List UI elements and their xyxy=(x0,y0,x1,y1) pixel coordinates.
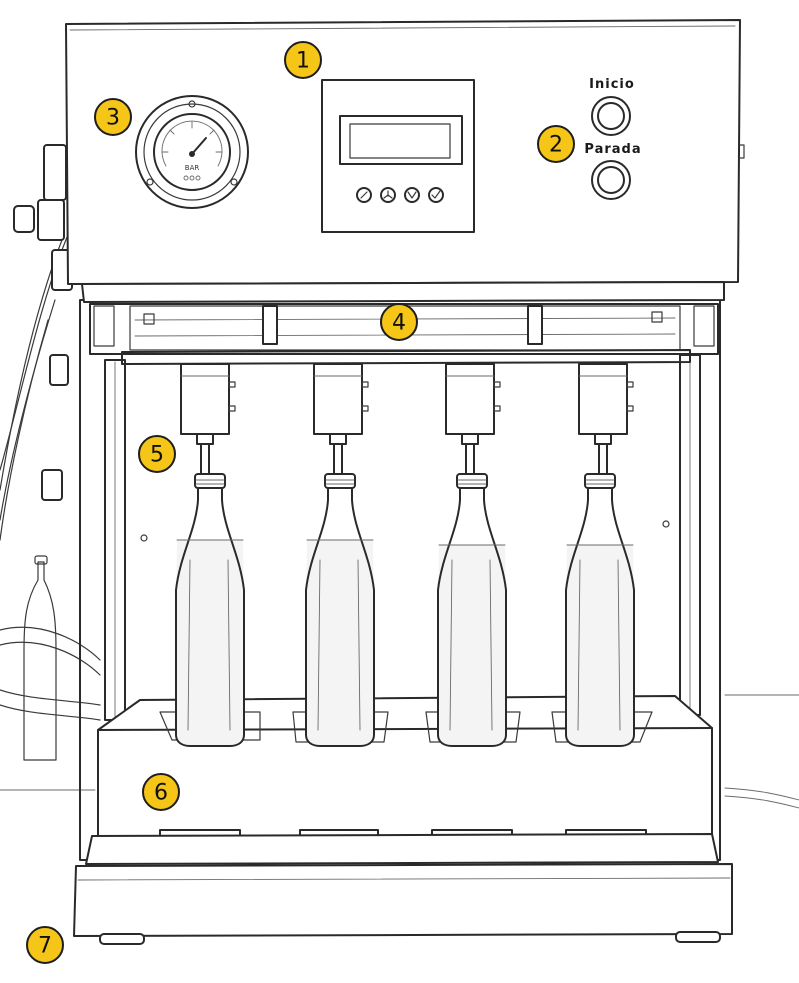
start-button-label: Inicio xyxy=(589,77,635,92)
svg-text:4: 4 xyxy=(392,311,406,336)
callouts: 1 2 3 4 5 6 7 xyxy=(26,41,575,964)
check-icon[interactable] xyxy=(428,187,444,203)
bottle xyxy=(437,473,507,747)
callout-5: 5 xyxy=(138,435,176,473)
dropdown-icon[interactable] xyxy=(404,187,420,203)
lcd-screen xyxy=(349,123,451,159)
svg-text:3: 3 xyxy=(106,106,120,131)
gauge-brand: BAR xyxy=(185,164,200,172)
callout-3: 3 xyxy=(94,98,132,136)
filling-head xyxy=(180,363,236,477)
callout-6: 6 xyxy=(142,773,180,811)
callout-4: 4 xyxy=(380,303,418,341)
svg-text:2: 2 xyxy=(549,133,563,158)
svg-text:6: 6 xyxy=(154,781,168,806)
pressure-gauge: BAR xyxy=(135,95,249,209)
filling-head xyxy=(445,363,501,477)
side-pipes xyxy=(0,144,799,809)
filling-heads xyxy=(180,363,634,477)
start-stop-controls: Inicio Parada xyxy=(584,77,641,200)
svg-text:5: 5 xyxy=(150,443,164,468)
foot xyxy=(99,933,145,945)
filling-head xyxy=(313,363,369,477)
filling-head xyxy=(578,363,634,477)
gear-icon[interactable] xyxy=(356,187,372,203)
svg-text:1: 1 xyxy=(296,49,310,74)
bottle xyxy=(175,473,245,747)
guide-columns xyxy=(104,354,701,721)
bottles xyxy=(175,473,635,747)
machine-base xyxy=(73,833,733,945)
svg-text:7: 7 xyxy=(38,934,52,959)
stop-button-label: Parada xyxy=(584,142,641,157)
callout-1: 1 xyxy=(284,41,322,79)
keypad xyxy=(356,187,444,203)
bottle xyxy=(305,473,375,747)
foot xyxy=(675,931,721,943)
arrow-icon[interactable] xyxy=(380,187,396,203)
callout-7: 7 xyxy=(26,926,64,964)
callout-2: 2 xyxy=(537,125,575,163)
control-panel xyxy=(321,79,475,233)
bottle xyxy=(565,473,635,747)
